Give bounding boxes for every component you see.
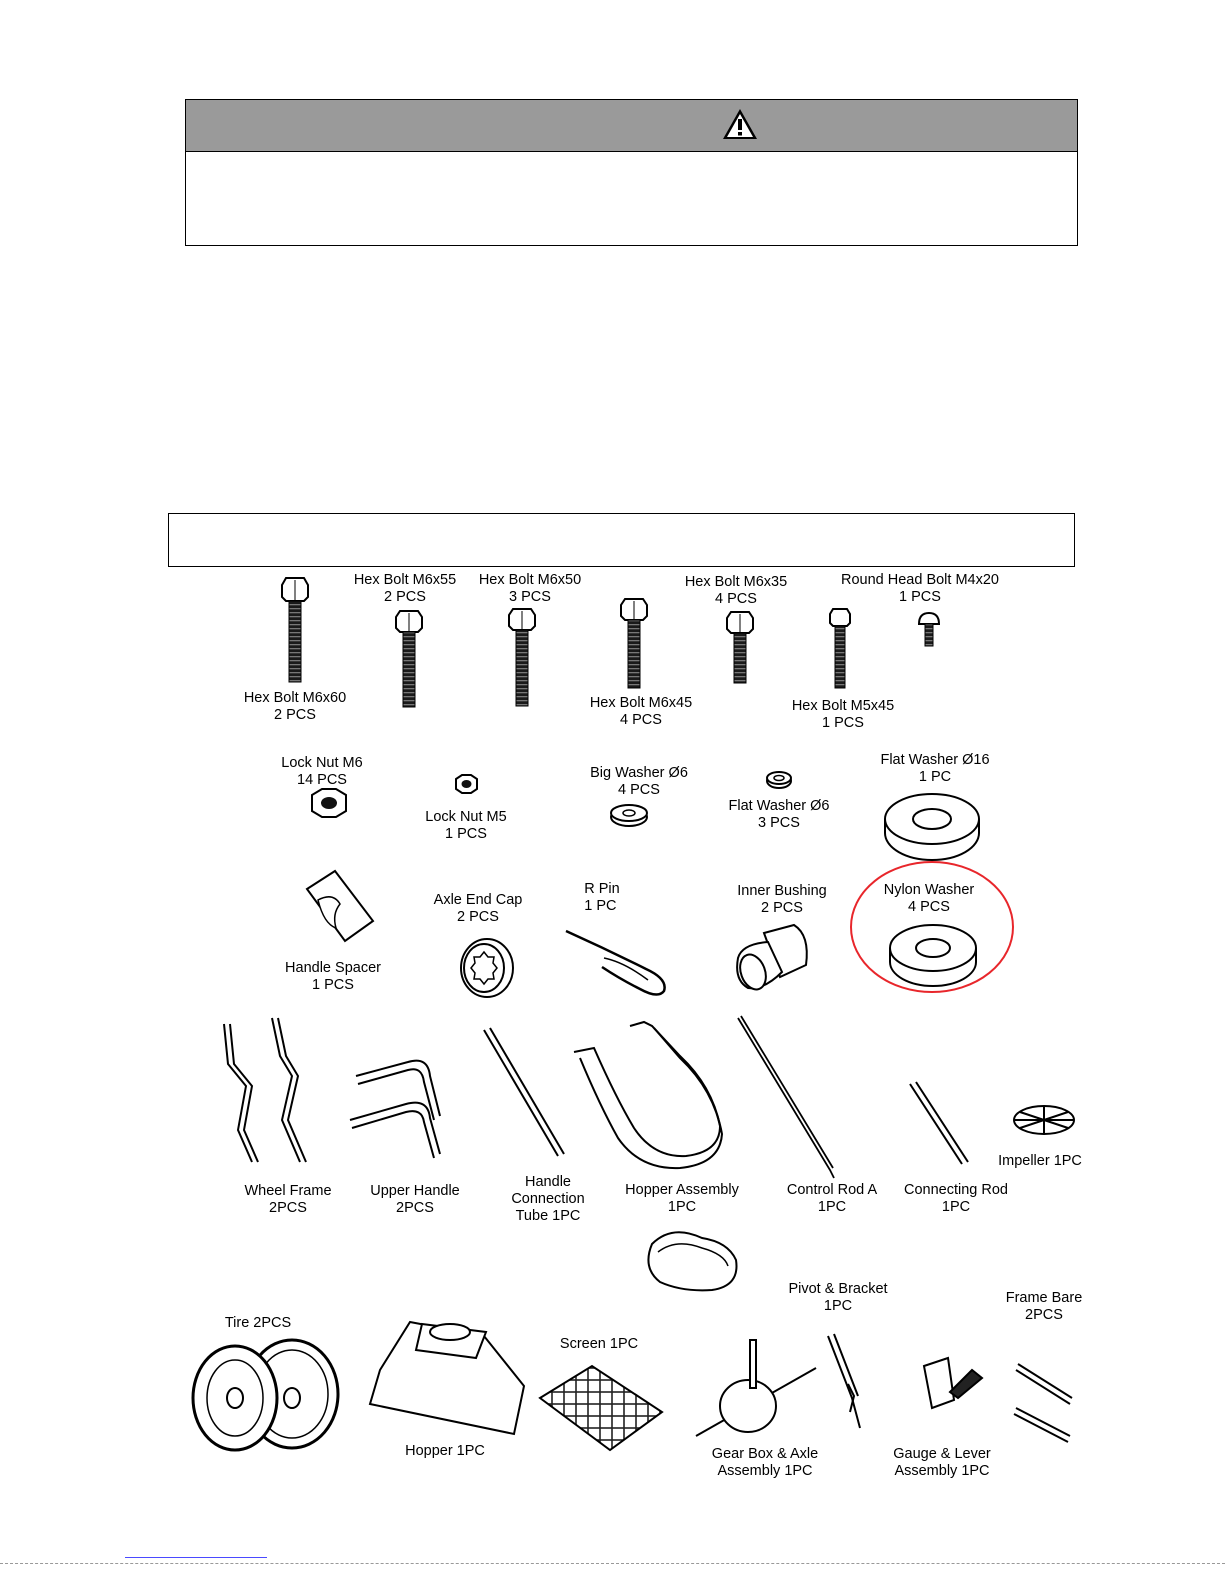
tire-label: Tire 2PCS: [224, 1315, 292, 1331]
nylon-washer-drawing: [889, 924, 977, 987]
warning-box: [185, 99, 1078, 246]
hex-bolt-m6x60-drawing: [281, 577, 309, 683]
connecting-rod-drawing: [909, 1081, 969, 1165]
tire-drawing: [191, 1338, 340, 1452]
hopper-drawing: [368, 1320, 526, 1436]
hopper-label: Hopper 1PC: [405, 1443, 485, 1459]
footnote-rule: [125, 1557, 267, 1558]
control-rod-drawing: [737, 1015, 835, 1179]
screen-drawing: [538, 1364, 664, 1452]
hex-bolt-m6x55-drawing: [395, 610, 423, 708]
pivot-bracket-drawing: [827, 1333, 861, 1429]
impeller-drawing: [1013, 1105, 1075, 1135]
impeller-label: Impeller 1PC: [998, 1153, 1082, 1169]
hex-bolt-m6x50-drawing: [508, 608, 536, 707]
nylon-washer-highlight-circle: [850, 861, 1014, 993]
page-break-line: [0, 1563, 1225, 1564]
hex-bolt-m5x45-drawing: [829, 608, 851, 689]
hex-bolt-m6x35-drawing: [726, 611, 754, 684]
r-pin-drawing: [565, 929, 666, 996]
parts-list-header-box: [168, 513, 1075, 567]
gear-box-drawing: [695, 1339, 817, 1437]
seal-drawing: [647, 1231, 738, 1292]
hex-bolt-m6x45-drawing: [620, 598, 648, 689]
round-head-bolt-drawing: [917, 611, 941, 647]
hopper-assembly-drawing: [573, 1020, 724, 1170]
flat-washer-16-drawing: [884, 793, 980, 861]
flat-washer-6-drawing: [766, 771, 792, 789]
warning-header: [186, 100, 1077, 152]
lock-nut-m6-drawing: [311, 788, 347, 818]
inner-bushing-drawing: [736, 923, 808, 991]
screen-label: Screen 1PC: [559, 1336, 639, 1352]
lock-nut-m5-drawing: [455, 774, 478, 794]
handle-tube-drawing: [483, 1027, 565, 1157]
warning-triangle-icon: [723, 109, 757, 139]
upper-handle-drawing: [349, 1059, 441, 1159]
handle-spacer-drawing: [305, 869, 375, 943]
axle-end-cap-drawing: [460, 938, 514, 998]
big-washer-drawing: [610, 804, 648, 827]
wheel-frame-drawing: [223, 1017, 307, 1163]
gauge-lever-drawing: [922, 1356, 984, 1410]
frame-bare-drawing: [1013, 1363, 1073, 1443]
